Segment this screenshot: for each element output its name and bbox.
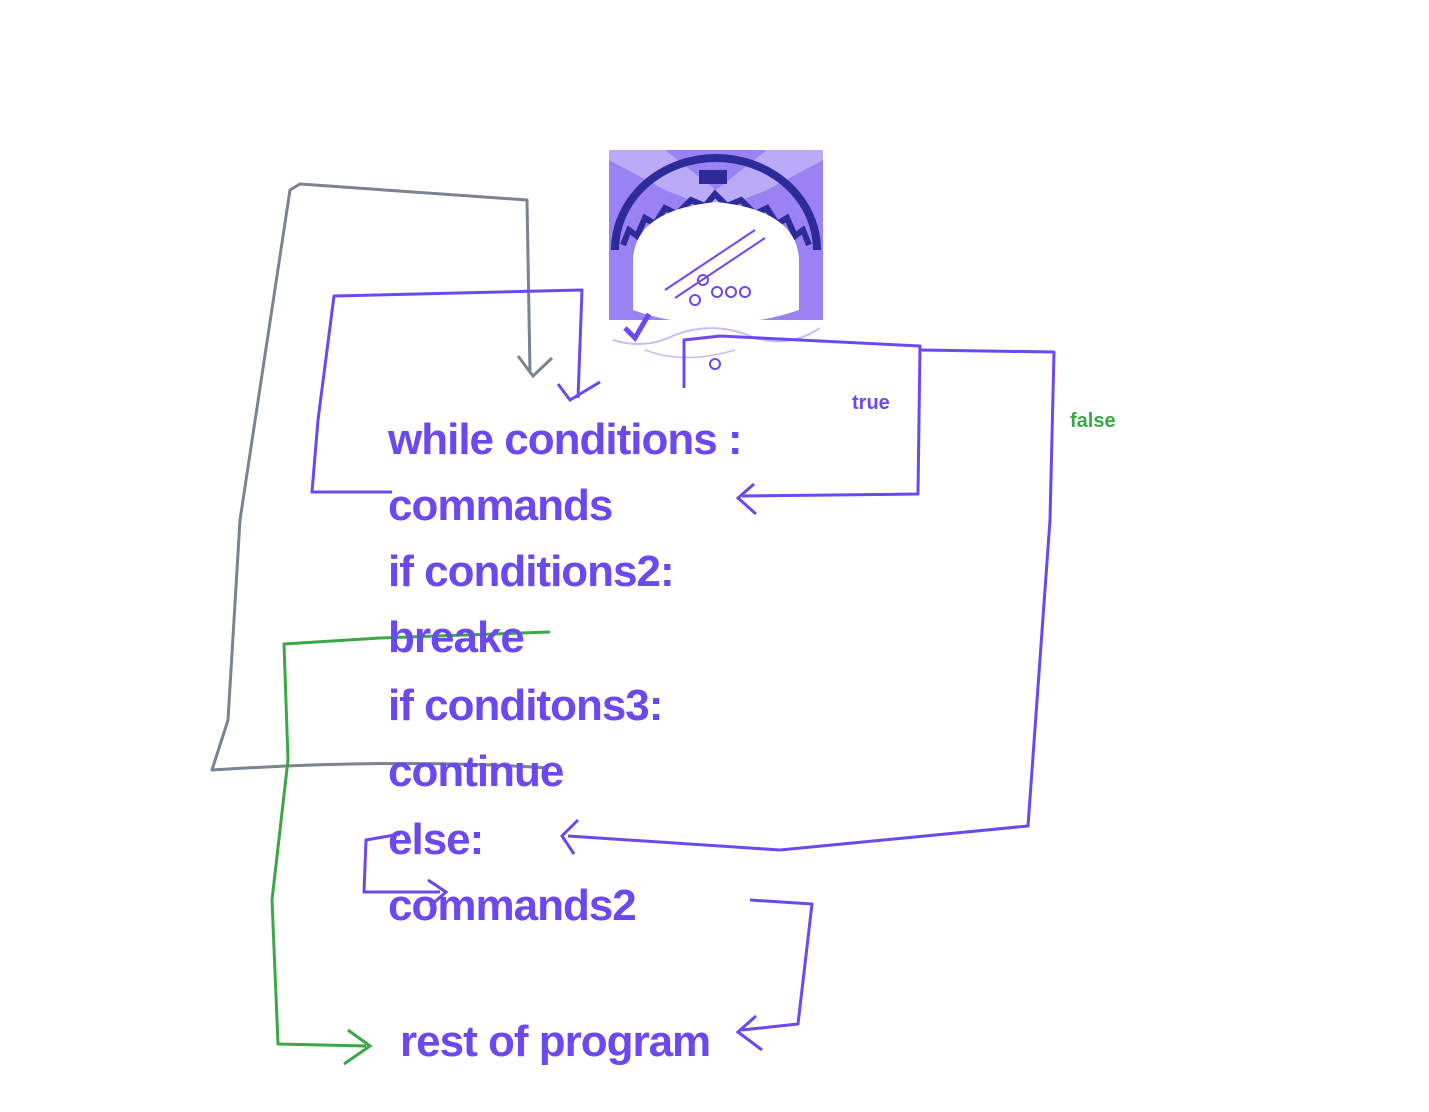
else-arrow-line (362, 832, 440, 894)
continue-arrow-line (210, 182, 549, 772)
loop-back-line (310, 288, 584, 494)
true-label: true (852, 392, 890, 414)
false-arrow-line (567, 348, 1056, 852)
else-line: else: (388, 815, 484, 864)
commands2-arrow-head (735, 1014, 763, 1052)
break-strike-line (379, 630, 551, 640)
university-emblem-icon (609, 150, 823, 370)
else-arrow-head (427, 878, 449, 908)
while-line: while conditions : (388, 415, 743, 464)
false-arrow-head (560, 818, 580, 855)
continue-arrow-head (516, 355, 554, 379)
loop-back-head (556, 380, 601, 402)
continue-line: continue (388, 747, 564, 796)
break-line: breake (388, 613, 525, 662)
false-label: false (1070, 410, 1116, 432)
true-arrow-head (735, 482, 757, 516)
commands2-line: commands2 (388, 881, 637, 930)
break-arrow-line (270, 636, 381, 1048)
true-arrow-line (682, 334, 922, 498)
break-arrow-head (343, 1028, 373, 1066)
rest-of-program-line: rest of program (400, 1017, 711, 1066)
if-conditions3-line: if conditons3: (388, 681, 663, 730)
commands2-arrow-line (741, 898, 814, 1032)
commands-line: commands (388, 481, 613, 530)
if-conditions2-line: if conditions2: (388, 547, 675, 596)
